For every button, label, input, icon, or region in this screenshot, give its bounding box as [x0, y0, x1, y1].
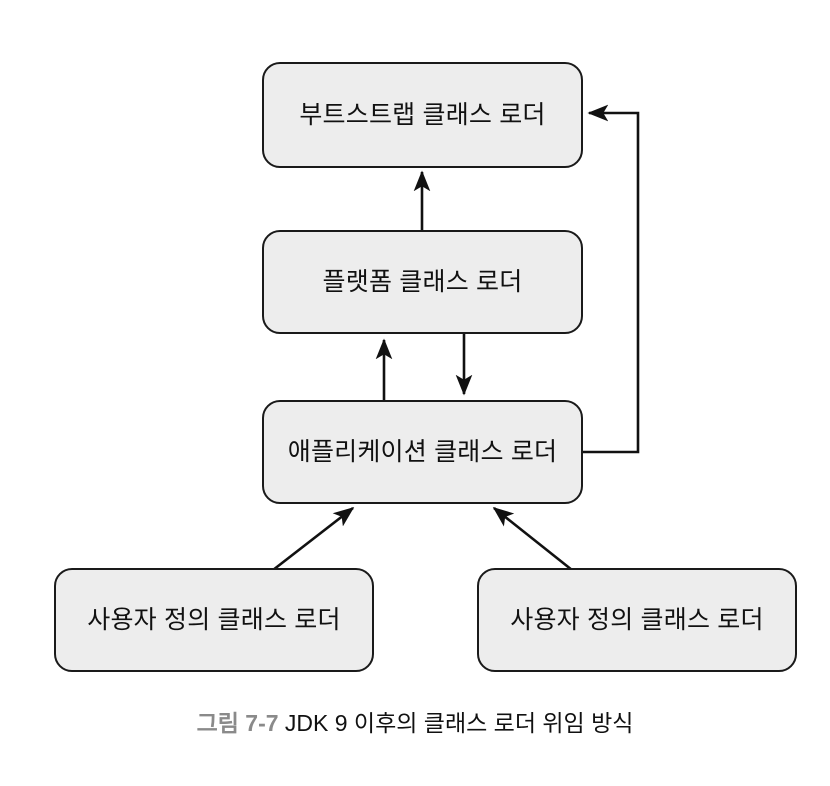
edge-application-to-bootstrap: [583, 104, 640, 454]
figure-title: JDK 9 이후의 클래스 로더 위임 방식: [284, 710, 634, 736]
node-user-defined-right-label: 사용자 정의 클래스 로더: [510, 605, 764, 634]
node-user-defined-left-label: 사용자 정의 클래스 로더: [87, 605, 341, 634]
node-application-class-loader[interactable]: 애플리케이션 클래스 로더: [262, 400, 583, 504]
node-user-defined-class-loader-right[interactable]: 사용자 정의 클래스 로더: [477, 568, 797, 672]
node-application-label: 애플리케이션 클래스 로더: [287, 437, 558, 466]
figure-caption: 그림 7-7 JDK 9 이후의 클래스 로더 위임 방식: [0, 710, 830, 738]
node-bootstrap-label: 부트스트랩 클래스 로더: [299, 100, 546, 129]
node-platform-label: 플랫폼 클래스 로더: [322, 267, 523, 296]
node-bootstrap-class-loader[interactable]: 부트스트랩 클래스 로더: [262, 62, 583, 168]
node-user-defined-class-loader-left[interactable]: 사용자 정의 클래스 로더: [54, 568, 374, 672]
figure-number: 그림 7-7: [196, 710, 279, 736]
edge-user-left-to-application: [272, 506, 355, 572]
node-platform-class-loader[interactable]: 플랫폼 클래스 로더: [262, 230, 583, 334]
edge-user-right-to-application: [492, 506, 573, 572]
